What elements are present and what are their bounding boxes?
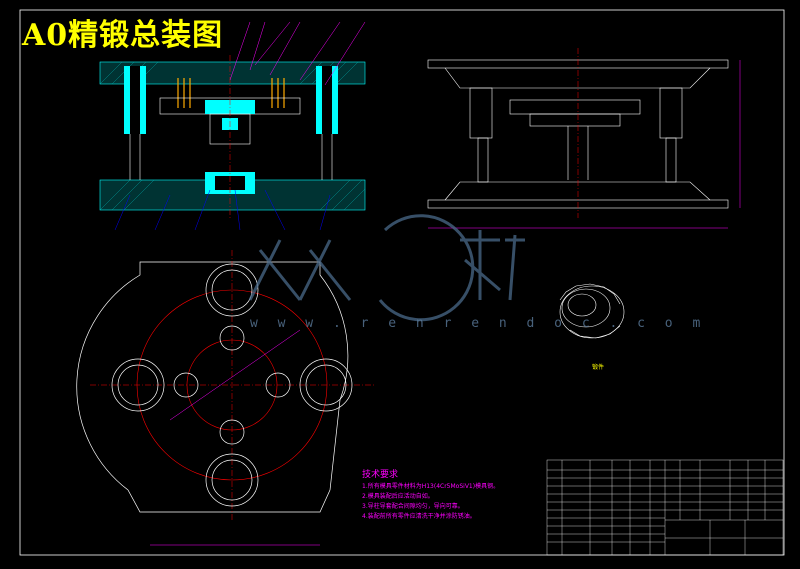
watermark-logo	[248, 214, 525, 322]
tech-item: 2.模具装配后应活动自如。	[362, 493, 434, 500]
drawing-title: A0精锻总装图	[22, 18, 224, 53]
forging-part	[559, 283, 625, 339]
drawing-border	[19, 9, 785, 556]
tech-item: 1.所有模具零件材料为H13(4Cr5MoSiV1)模具钢。	[362, 483, 500, 490]
tech-item: 3.导柱导套配合间隙均匀，导向可靠。	[362, 503, 464, 510]
part-label: 锻件	[592, 364, 605, 371]
technical-requirements: 技术要求 1.所有模具零件材料为H13(4Cr5MoSiV1)模具钢。 2.模具…	[362, 470, 499, 522]
plan-view	[76, 250, 375, 546]
tech-heading: 技术要求	[362, 470, 399, 480]
front-section-view	[99, 21, 366, 231]
side-view	[427, 48, 741, 229]
watermark-url: w w w . r e n r e n d o c . c o m	[250, 316, 707, 331]
tech-item: 4.装配前所有零件应清洗干净并涂防锈油。	[362, 513, 476, 520]
parts-list	[546, 459, 784, 556]
